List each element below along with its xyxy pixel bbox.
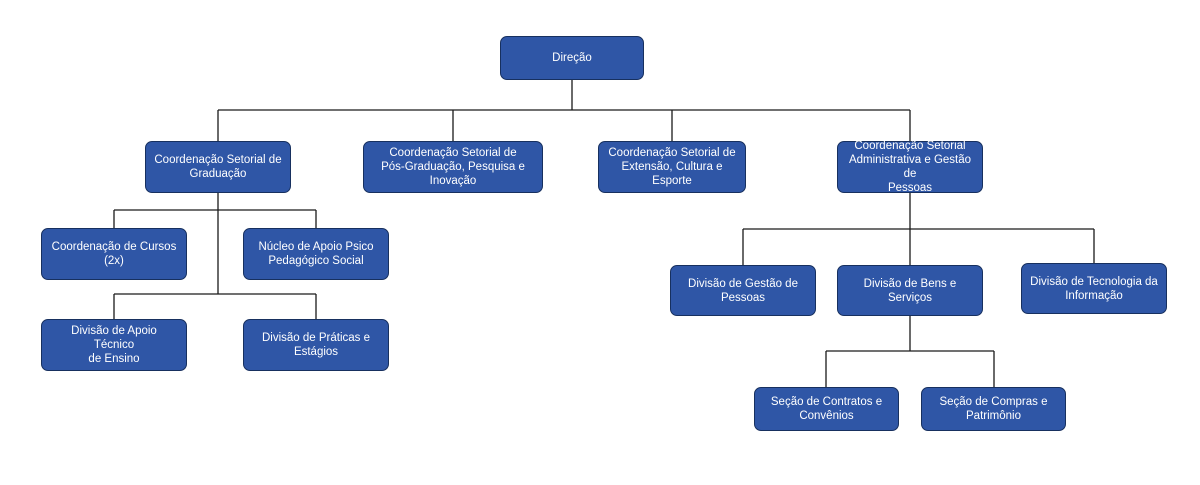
node-secao-compras: Seção de Compras e Patrimônio: [921, 387, 1066, 431]
node-divisao-praticas-estagios: Divisão de Práticas e Estágios: [243, 319, 389, 371]
node-coordenacao-extensao: Coordenação Setorial de Extensão, Cultur…: [598, 141, 746, 193]
node-coordenacao-pos-graduacao: Coordenação Setorial de Pós-Graduação, P…: [363, 141, 543, 193]
node-coordenacao-graduacao: Coordenação Setorial de Graduação: [145, 141, 291, 193]
node-secao-contratos: Seção de Contratos e Convênios: [754, 387, 899, 431]
node-divisao-apoio-tecnico: Divisão de Apoio Técnico de Ensino: [41, 319, 187, 371]
node-direcao: Direção: [500, 36, 644, 80]
node-divisao-tecnologia: Divisão de Tecnologia da Informação: [1021, 263, 1167, 314]
node-divisao-gestao-pessoas: Divisão de Gestão de Pessoas: [670, 265, 816, 316]
node-divisao-bens-servicos: Divisão de Bens e Serviços: [837, 265, 983, 316]
node-coordenacao-cursos: Coordenação de Cursos (2x): [41, 228, 187, 280]
node-coordenacao-administrativa: Coordenação Setorial Administrativa e Ge…: [837, 140, 983, 194]
node-nucleo-apoio: Núcleo de Apoio Psico Pedagógico Social: [243, 228, 389, 280]
